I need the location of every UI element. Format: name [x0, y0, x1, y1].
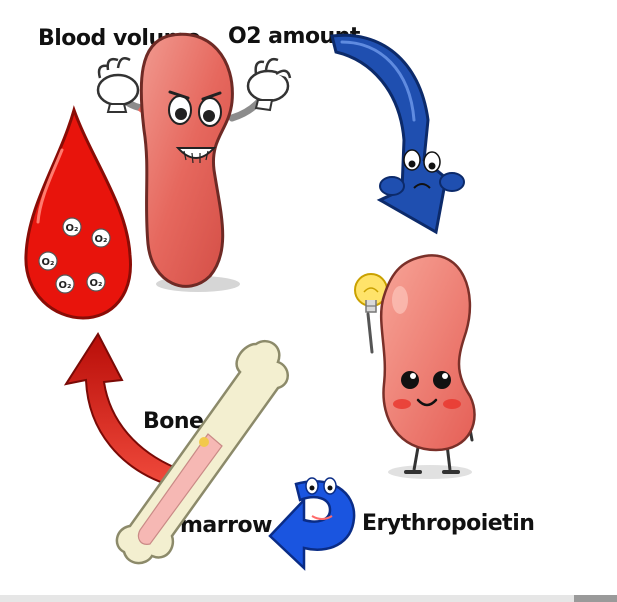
kidney-happy [381, 255, 474, 479]
svg-text:O₂: O₂ [59, 280, 72, 291]
bone-label: Bone [143, 409, 203, 434]
erythropoietin-arrow-icon [270, 478, 354, 568]
bottom-bar [0, 595, 617, 602]
svg-text:O₂: O₂ [95, 234, 108, 245]
svg-text:O₂: O₂ [42, 257, 55, 268]
marrow-label: marrow [180, 513, 272, 538]
o2-bubble: O₂ [56, 275, 74, 293]
o2-bubble: O₂ [39, 252, 57, 270]
erythropoietin-label: Erythropoietin [362, 511, 534, 536]
blood-drop [26, 110, 131, 318]
o2-bubble: O₂ [92, 229, 110, 247]
o2-bubble: O₂ [87, 273, 105, 291]
o2-bubble: O₂ [63, 218, 81, 236]
svg-text:O₂: O₂ [90, 278, 103, 289]
svg-text:O₂: O₂ [66, 223, 79, 234]
o2-decrease-arrow [332, 35, 464, 232]
scroll-thumb[interactable] [574, 595, 617, 602]
